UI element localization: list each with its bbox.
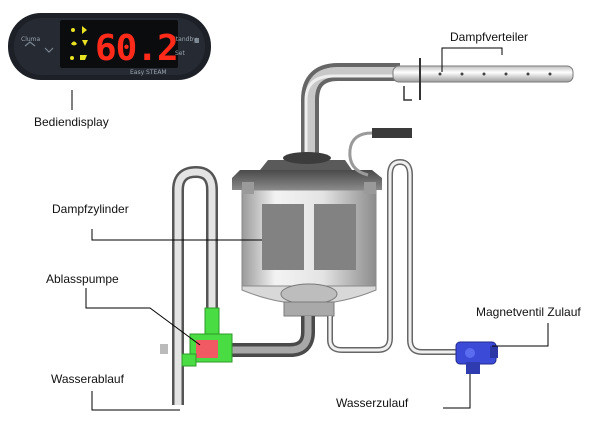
steam-hose: [301, 63, 400, 160]
water-inlet-hose: [327, 158, 462, 355]
display-left-label: Cluma: [21, 36, 41, 43]
display-set-label: Set: [175, 50, 186, 57]
solenoid-valve-icon: [455, 341, 498, 374]
label-ablasspumpe: Ablasspumpe: [46, 272, 119, 286]
label-wasserablauf: Wasserablauf: [51, 372, 125, 386]
display-reading: 60.2: [95, 28, 178, 69]
label-dampfverteiler: Dampfverteiler: [450, 30, 528, 44]
steam-distributor-icon: [392, 58, 574, 101]
display-right-label: Standby: [172, 36, 197, 43]
leader-lines: [71, 47, 549, 411]
steam-cylinder-icon: [232, 152, 382, 317]
display-panel-icon: [8, 13, 211, 80]
label-magnetventil: Magnetventil Zulauf: [476, 305, 581, 319]
label-dampfzylinder: Dampfzylinder: [52, 202, 129, 216]
display-brand-label: Easy STEAM: [130, 69, 167, 76]
drain-loop-pipe: [172, 165, 218, 405]
label-wasserzulauf: Wasserzulauf: [336, 396, 409, 410]
level-sensor-cable: [348, 128, 412, 177]
pump-connection-pipe: [232, 316, 315, 357]
label-bediendisplay: Bediendisplay: [34, 115, 109, 129]
drain-pump-icon: [160, 307, 233, 367]
